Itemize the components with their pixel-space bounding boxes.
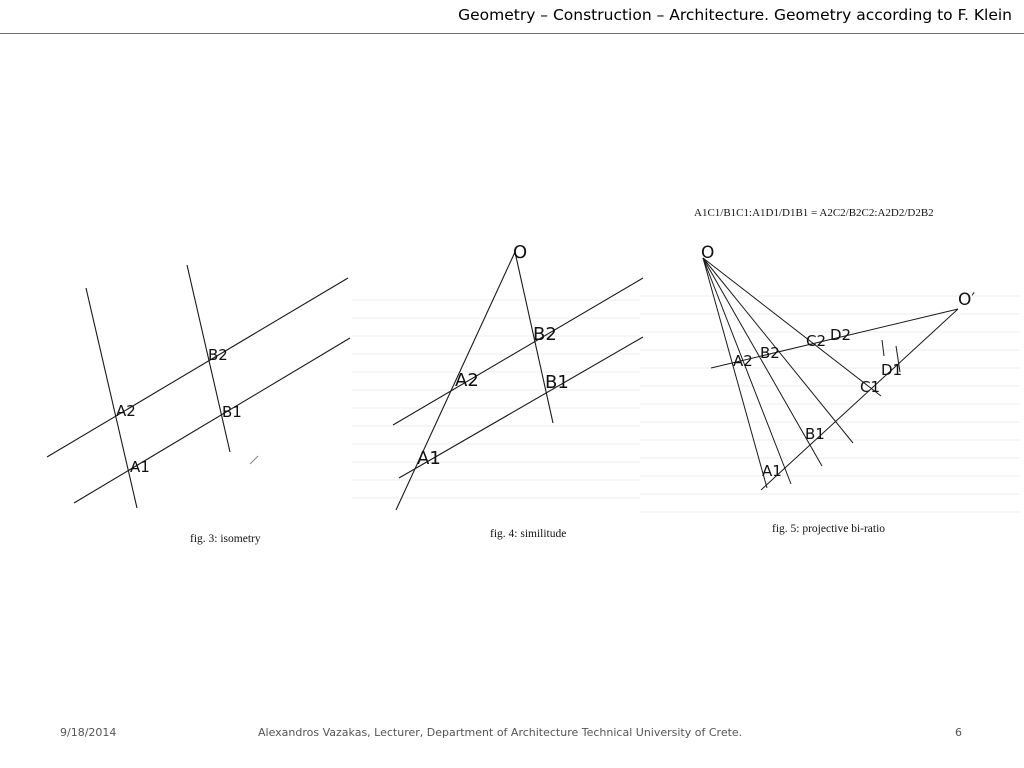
fig5-label-b2: B2	[760, 344, 780, 362]
fig3-label-a2: A2	[116, 402, 136, 420]
fig5-label-oprime: O′	[958, 290, 975, 310]
fig3-label-b2: B2	[208, 346, 228, 364]
fig3-line-left	[85, 287, 138, 509]
fig4-label-a2: A2	[455, 370, 479, 391]
fig3-tick	[249, 455, 259, 465]
fig5-label-c2: C2	[806, 332, 826, 350]
fig3-line-lower	[73, 337, 351, 504]
fig5-labels: O O′ A2 B2 C2 D2 D1 C1 B1 A1	[701, 243, 975, 480]
fig4-label-b1: B1	[545, 372, 569, 393]
slide-title: Geometry – Construction – Architecture. …	[458, 6, 1012, 24]
fig3-caption: fig. 3: isometry	[190, 533, 261, 545]
fig5-short-1	[881, 339, 885, 357]
footer-page-number: 6	[955, 726, 962, 739]
scan-background	[352, 295, 1020, 513]
fig4-caption: fig. 4: similitude	[490, 528, 567, 540]
fig4-line-upper	[392, 277, 644, 426]
fig4-similitude	[392, 251, 644, 511]
fig5-line-a1-oprime	[760, 308, 959, 491]
header-divider	[0, 33, 1024, 34]
fig4-line-lower	[398, 336, 644, 479]
fig5-short-2	[895, 345, 901, 373]
fig4-ray-right	[514, 251, 554, 424]
fig4-ray-left	[395, 251, 516, 511]
fig5-label-a2: A2	[733, 352, 753, 370]
fig5-label-c1: C1	[860, 378, 880, 396]
fig5-label-d2: D2	[830, 326, 851, 344]
fig5-label-a1: A1	[762, 462, 782, 480]
fig4-label-b2: B2	[533, 324, 557, 345]
fig3-label-b1: B1	[222, 403, 242, 421]
footer-author: Alexandros Vazakas, Lecturer, Department…	[258, 726, 743, 739]
fig4-label-a1: A1	[417, 448, 441, 469]
fig3-isometry	[46, 264, 351, 509]
fig3-labels: B2 A2 B1 A1	[116, 346, 242, 476]
fig5-ray-2	[702, 257, 792, 485]
fig5-formula: A1C1/B1C1:A1D1/D1B1 = A2C2/B2C2:A2D2/D2B…	[694, 207, 934, 219]
fig4-label-o: O	[513, 242, 527, 263]
footer-date: 9/18/2014	[60, 726, 117, 739]
fig4-labels: O B2 A2 B1 A1	[417, 242, 569, 469]
fig5-label-d1: D1	[881, 361, 902, 379]
fig5-ray-1	[702, 257, 768, 489]
fig5-label-b1: B1	[805, 425, 825, 443]
fig5-ray-5	[702, 257, 882, 397]
fig3-line-upper	[46, 277, 349, 458]
fig5-label-o: O	[701, 243, 714, 263]
fig5-caption: fig. 5: projective bi-ratio	[772, 523, 886, 535]
fig5-ray-3	[702, 257, 823, 467]
fig5-projective	[702, 257, 959, 491]
fig3-label-a1: A1	[130, 458, 150, 476]
fig5-line-a2-oprime	[710, 308, 959, 369]
fig5-ray-4	[702, 257, 854, 444]
fig3-line-right	[186, 264, 231, 453]
